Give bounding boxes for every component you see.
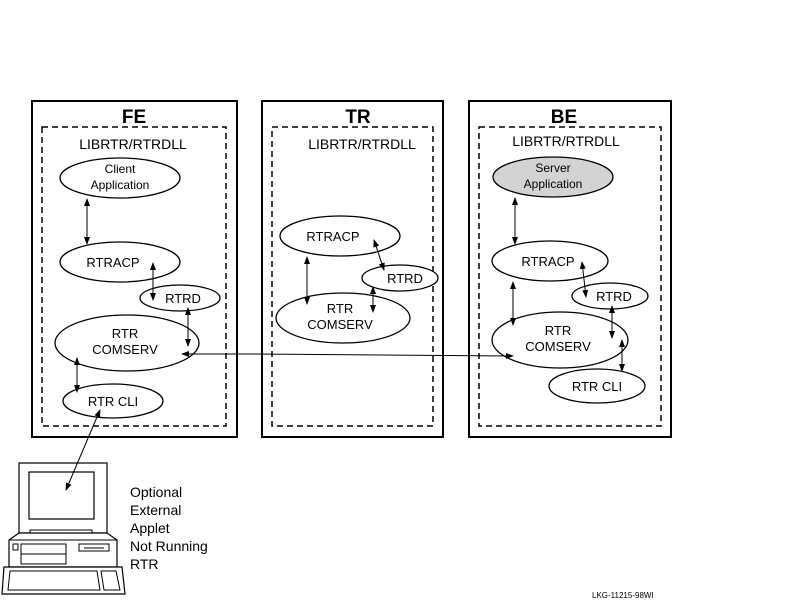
fe-rtr-cli-label: RTR CLI	[88, 394, 138, 409]
fe-client-label-2: Application	[91, 178, 150, 192]
caption-line-2: External	[130, 502, 181, 518]
fe-library-label: LIBRTR/RTRDLL	[79, 136, 187, 152]
be-box	[468, 100, 672, 438]
tr-rtracp	[279, 215, 401, 257]
fe-rtrd	[139, 284, 221, 312]
be-rtrd-label: RTRD	[596, 289, 632, 304]
fe-library-boundary	[41, 126, 227, 427]
be-comserv	[491, 311, 629, 369]
be-node: BE LIBRTR/RTRDLL Server Application RTRA…	[468, 100, 672, 438]
be-library-boundary	[478, 126, 662, 427]
be-comserv-label-1: RTR	[545, 323, 571, 338]
be-server-application	[492, 156, 614, 198]
be-rtracp-label: RTRACP	[521, 254, 574, 269]
tr-library-label: LIBRTR/RTRDLL	[308, 136, 416, 152]
be-comserv-label-2: COMSERV	[525, 339, 591, 354]
caption-line-4: Not Running	[130, 538, 208, 554]
tr-rtrd	[361, 264, 439, 292]
fe-rtrd-label: RTRD	[165, 291, 201, 306]
fe-title: FE	[122, 107, 146, 128]
be-title: BE	[551, 107, 577, 128]
fe-box	[31, 100, 238, 438]
tr-box	[261, 100, 444, 438]
be-rtr-cli	[548, 368, 646, 404]
be-library-label: LIBRTR/RTRDLL	[512, 133, 620, 149]
caption-line-5: RTR	[130, 556, 159, 572]
fe-client-application	[59, 157, 181, 199]
external-applet-caption: Optional External Applet Not Running RTR	[130, 484, 208, 572]
tr-comserv-label-1: RTR	[327, 301, 353, 316]
figure-id: LKG-11215-98WI	[592, 591, 654, 600]
be-rtracp	[491, 240, 609, 282]
be-arrow-rtracp-rtrd	[579, 261, 589, 298]
computer-icon	[1, 462, 126, 595]
fe-rtracp-label: RTRACP	[86, 255, 139, 270]
fe-comserv-label-1: RTR	[112, 326, 138, 341]
caption-line-1: Optional	[130, 484, 182, 500]
be-server-label-1: Server	[535, 161, 570, 175]
tr-rtrd-label: RTRD	[387, 271, 423, 286]
tr-rtracp-label: RTRACP	[306, 229, 359, 244]
caption-line-3: Applet	[130, 520, 170, 536]
cli-to-external-applet-arrow	[65, 409, 101, 491]
fe-comserv	[54, 314, 200, 372]
fe-be-comserv-link	[181, 351, 514, 359]
be-rtr-cli-label: RTR CLI	[572, 379, 622, 394]
tr-arrow-rtracp-rtrd	[373, 239, 385, 271]
tr-node: TR LIBRTR/RTRDLL RTRACP RTRD RTR COMSERV	[261, 100, 444, 438]
fe-client-label-1: Client	[105, 162, 136, 176]
fe-node: FE LIBRTR/RTRDLL Client Application RTRA…	[31, 100, 238, 438]
tr-title: TR	[345, 107, 371, 128]
tr-comserv-label-2: COMSERV	[307, 317, 373, 332]
be-server-label-2: Application	[524, 177, 583, 191]
tr-comserv	[275, 292, 411, 344]
fe-comserv-label-2: COMSERV	[92, 342, 158, 357]
